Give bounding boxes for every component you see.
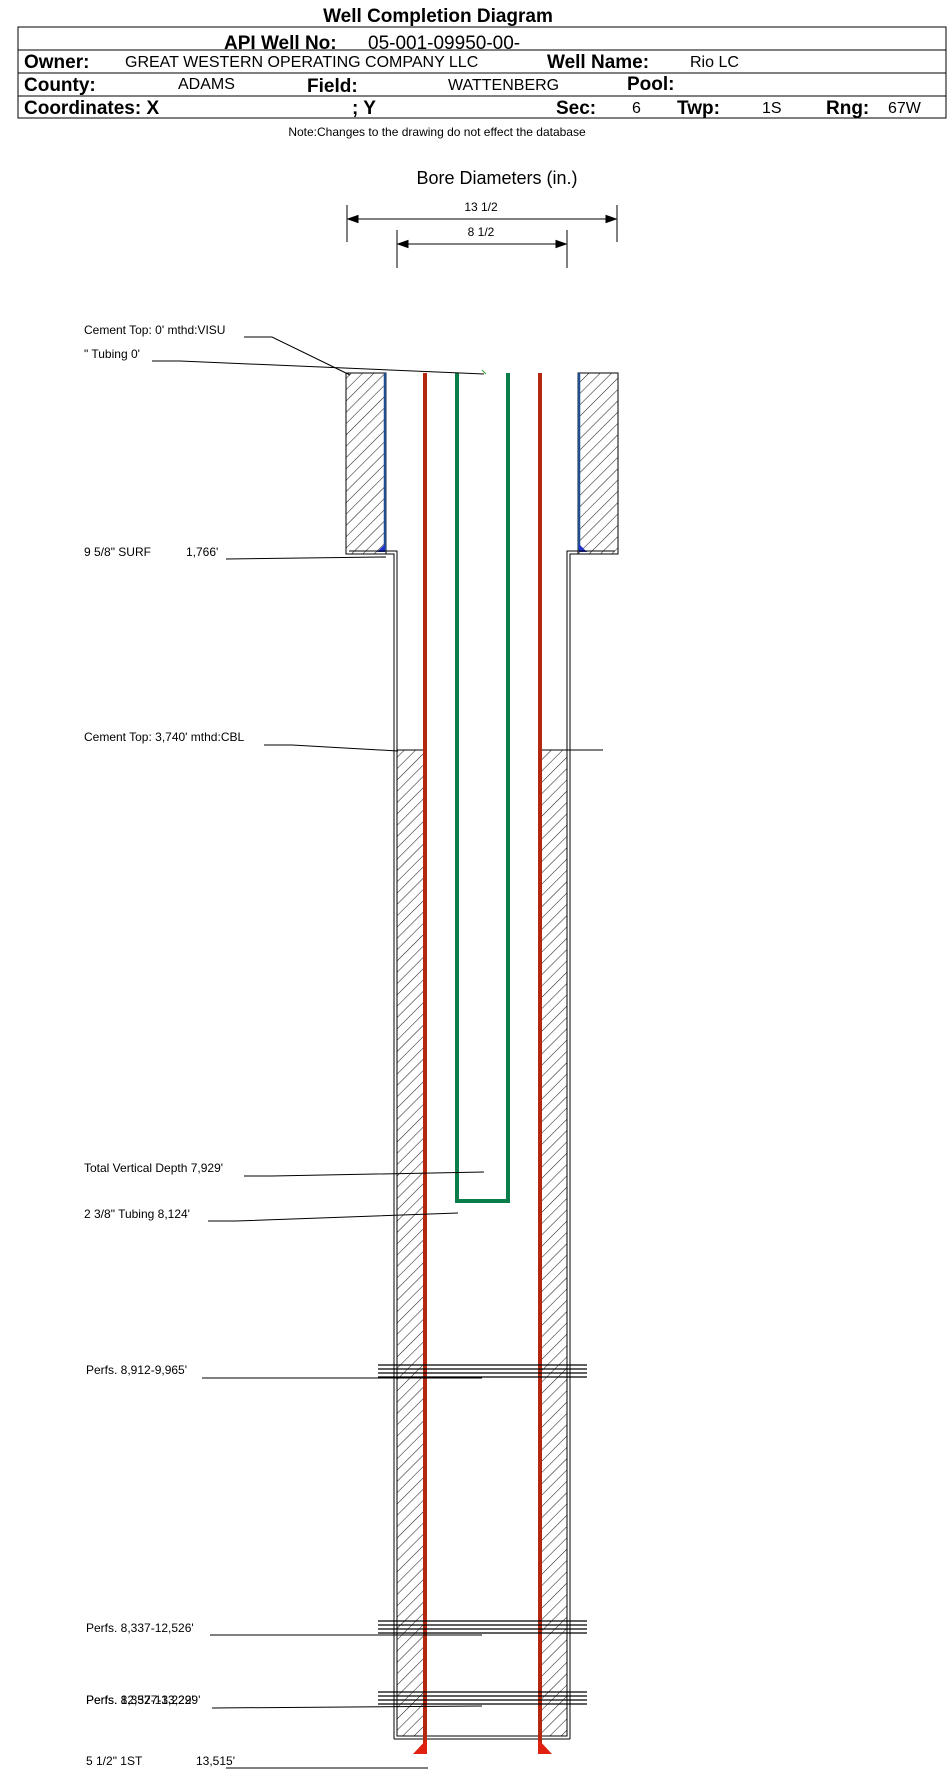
surface-cement-left — [345, 372, 387, 555]
leader-tvd — [244, 1171, 485, 1177]
label-surface-casing-depth: 1,766' — [186, 545, 218, 559]
owner-value: GREAT WESTERN OPERATING COMPANY LLC — [125, 54, 478, 71]
rng-label: Rng: — [826, 98, 869, 119]
field-value: WATTENBERG — [448, 77, 559, 94]
label-cement-top-prod: Cement Top: 3,740' mthd:CBL — [84, 730, 244, 744]
label-perfs-1: Perfs. 8,912-9,965' — [86, 1363, 187, 1377]
label-tvd: Total Vertical Depth 7,929' — [84, 1161, 223, 1175]
bore-inner-label: 8 1/2 — [468, 225, 495, 239]
leader-cement-top-surface — [244, 336, 351, 376]
prod-shoe-left — [413, 1739, 427, 1754]
surface-shoe-right — [579, 544, 587, 552]
label-surface-casing: 9 5/8" SURF — [84, 545, 151, 559]
wellname-value: Rio LC — [690, 54, 739, 71]
bore-title: Bore Diameters (in.) — [416, 168, 577, 188]
sec-value: 6 — [632, 100, 641, 117]
perforations-1 — [378, 1364, 587, 1378]
sec-label: Sec: — [556, 98, 596, 119]
surface-cement-right — [577, 372, 619, 555]
label-perfs-2: Perfs. 8,337-12,526' — [86, 1621, 194, 1635]
bore-outer-dimension — [346, 205, 618, 242]
prod-shoe-right — [538, 1739, 552, 1754]
label-prod-casing-depth: 13,515' — [196, 1754, 235, 1768]
prod-cement-left — [396, 749, 425, 1737]
leader-tubing-top — [152, 360, 485, 375]
leader-cement-top-prod — [264, 744, 399, 752]
api-value: 05-001-09950-00- — [368, 33, 520, 54]
wellname-label: Well Name: — [547, 52, 649, 73]
tubing-string — [455, 373, 510, 1203]
rng-value: 67W — [888, 100, 922, 117]
diagram-title: Well Completion Diagram — [323, 6, 553, 27]
note-text: Note:Changes to the drawing do not effec… — [288, 125, 586, 139]
label-perfs-3a: Perfs. 12,527-13,229' — [86, 1693, 200, 1707]
label-tubing: 2 3/8" Tubing 8,124' — [84, 1207, 190, 1221]
label-cement-top-surface: Cement Top: 0' mthd:VISU — [84, 323, 225, 337]
county-label: County: — [24, 75, 96, 96]
bore-hole-wall — [346, 550, 618, 1740]
label-perfs-3b: Perfs. 8,337-13,229' — [86, 1693, 194, 1707]
leader-tubing — [208, 1212, 459, 1222]
label-prod-casing: 5 1/2" 1ST — [86, 1754, 143, 1768]
bore-outer-label: 13 1/2 — [464, 200, 498, 214]
leader-surface-casing — [225, 556, 387, 560]
twp-value: 1S — [762, 100, 782, 117]
county-value: ADAMS — [178, 76, 235, 93]
tubing-top-marker — [481, 369, 487, 375]
leader-perfs-3 — [211, 1705, 483, 1709]
perforations-3 — [378, 1691, 587, 1705]
surface-shoe-left — [377, 544, 385, 552]
api-label: API Well No: — [224, 33, 337, 54]
pool-label: Pool: — [627, 74, 675, 95]
coord-y-label: ; Y — [352, 98, 376, 119]
prod-cement-right — [540, 749, 568, 1737]
label-tubing-top: " Tubing 0' — [84, 347, 140, 361]
owner-label: Owner: — [24, 52, 89, 73]
perforations-2 — [378, 1620, 587, 1634]
field-label: Field: — [307, 76, 358, 97]
bore-inner-dimension — [396, 230, 568, 268]
twp-label: Twp: — [677, 98, 720, 119]
coord-x-label: Coordinates: X — [24, 98, 159, 119]
